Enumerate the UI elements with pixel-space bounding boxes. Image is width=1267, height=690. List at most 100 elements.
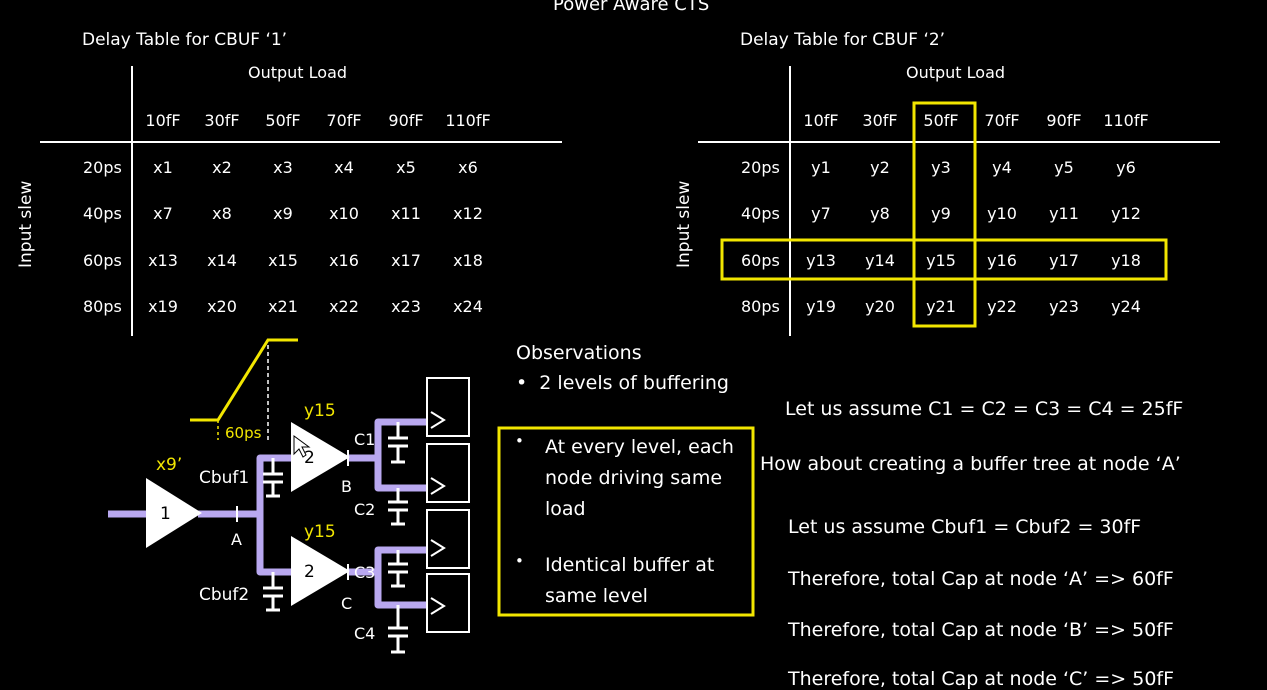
table1-cell: x12 (453, 204, 483, 223)
note-2: How about creating a buffer tree at node… (760, 453, 1181, 475)
buffer-2-top-delay: y15 (304, 401, 336, 421)
observation-box-item-2: Identical buffer at same level (545, 554, 715, 607)
table2-cell: y2 (870, 158, 890, 177)
c2-label: C2 (354, 500, 376, 519)
table2-cell: y5 (1054, 158, 1074, 177)
table1-col-header: Output Load (248, 63, 348, 82)
buffer-1-label: 1 (160, 504, 171, 524)
table2-cell: y6 (1116, 158, 1136, 177)
table2-cell: y3 (931, 158, 951, 177)
table2-cell: y17 (1049, 251, 1079, 270)
table1-col-5: 110fF (445, 111, 491, 130)
table1-cell: x7 (153, 204, 173, 223)
table2-cell: y16 (987, 251, 1017, 270)
table2-cell: y13 (806, 251, 836, 270)
table1-cell: x17 (391, 251, 421, 270)
table2-cell: y23 (1049, 297, 1079, 316)
table1-col-4: 90fF (388, 111, 424, 130)
table1-cell: x20 (207, 297, 237, 316)
table2-cell: y18 (1111, 251, 1141, 270)
table2-col-5: 110fF (1103, 111, 1149, 130)
table1-cell: x11 (391, 204, 421, 223)
cbuf2-label: Cbuf2 (199, 585, 250, 605)
table2-row-1: 40ps (741, 204, 780, 223)
buffer-2-bottom-label: 2 (304, 562, 315, 582)
cbuf1-label: Cbuf1 (199, 468, 250, 488)
c4-label: C4 (354, 624, 376, 643)
table2-cell: y1 (811, 158, 831, 177)
node-b-label: B (341, 477, 352, 496)
cursor-icon (293, 435, 311, 458)
table2-cell: y9 (931, 204, 951, 223)
table2-column-highlight (912, 101, 977, 328)
table2-col-1: 30fF (862, 111, 898, 130)
table1-col-2: 50fF (265, 111, 301, 130)
table1-col-0: 10fF (145, 111, 181, 130)
observation-box-item-1: At every level, each node driving same l… (545, 436, 734, 520)
flip-flops (426, 377, 470, 633)
table1-col-3: 70fF (326, 111, 362, 130)
table2-cell: y7 (811, 204, 831, 223)
bullet-icon: • (515, 432, 524, 450)
table1-cell: x24 (453, 297, 483, 316)
observation-item-1: • 2 levels of buffering (516, 372, 729, 394)
table2-cell: y15 (926, 251, 956, 270)
note-1: Let us assume C1 = C2 = C3 = C4 = 25fF (785, 398, 1184, 420)
table2-row-highlight (720, 238, 1168, 281)
table2-cell: y14 (865, 251, 895, 270)
table1-row-0: 20ps (83, 158, 122, 177)
table2-cell: y4 (992, 158, 1012, 177)
table2-col-4: 90fF (1046, 111, 1082, 130)
buffer-1 (146, 478, 202, 548)
table2-row-2: 60ps (741, 251, 780, 270)
buffer-2-bottom-delay: y15 (304, 522, 336, 542)
observation-item-1-text: 2 levels of buffering (539, 372, 729, 394)
table1-cell: x15 (268, 251, 298, 270)
capacitors (263, 422, 408, 654)
table1-cell: x22 (329, 297, 359, 316)
table2-cell: y21 (926, 297, 956, 316)
note-4: Therefore, total Cap at node ‘A’ => 60fF (788, 568, 1174, 590)
table1-cell: x4 (334, 158, 354, 177)
table2-cell: y24 (1111, 297, 1141, 316)
table1-cell: x6 (458, 158, 478, 177)
table2-col-3: 70fF (984, 111, 1020, 130)
table2-col-2: 50fF (923, 111, 959, 130)
table1-cell: x13 (148, 251, 178, 270)
slew-waveform (190, 338, 298, 422)
c1-label: C1 (354, 430, 376, 449)
table2-cell: y10 (987, 204, 1017, 223)
table1-cell: x16 (329, 251, 359, 270)
table2-cell: y19 (806, 297, 836, 316)
table1-cell: x10 (329, 204, 359, 223)
table1-cell: x2 (212, 158, 232, 177)
table1-cell: x19 (148, 297, 178, 316)
table1-row-1: 40ps (83, 204, 122, 223)
observation-box (497, 426, 755, 617)
table2-row-0: 20ps (741, 158, 780, 177)
buffer-2-bottom (291, 536, 350, 606)
node-c-label: C (341, 594, 353, 613)
bullet-icon: • (515, 552, 524, 570)
table2-title: Delay Table for CBUF ‘2’ (740, 30, 946, 50)
table1-cell: x18 (453, 251, 483, 270)
clock-net (108, 418, 428, 609)
table1-title: Delay Table for CBUF ‘1’ (82, 30, 288, 50)
table2-cell: y22 (987, 297, 1017, 316)
note-5: Therefore, total Cap at node ‘B’ => 50fF (788, 619, 1174, 641)
table1-cell: x23 (391, 297, 421, 316)
note-3: Let us assume Cbuf1 = Cbuf2 = 30fF (788, 516, 1142, 538)
table2-col-0: 10fF (803, 111, 839, 130)
note-6: Therefore, total Cap at node ‘C’ => 50fF (788, 668, 1175, 690)
table1-col-1: 30fF (204, 111, 240, 130)
table1-row-2: 60ps (83, 251, 122, 270)
buffer-1-delay: x9’ (156, 455, 183, 475)
table2-row-3: 80ps (741, 297, 780, 316)
table1-cell: x9 (273, 204, 293, 223)
table2-cell: y12 (1111, 204, 1141, 223)
table1-cell: x21 (268, 297, 298, 316)
buffer-2-top-label: 2 (304, 448, 315, 468)
table1-cell: x3 (273, 158, 293, 177)
table2-cell: y20 (865, 297, 895, 316)
